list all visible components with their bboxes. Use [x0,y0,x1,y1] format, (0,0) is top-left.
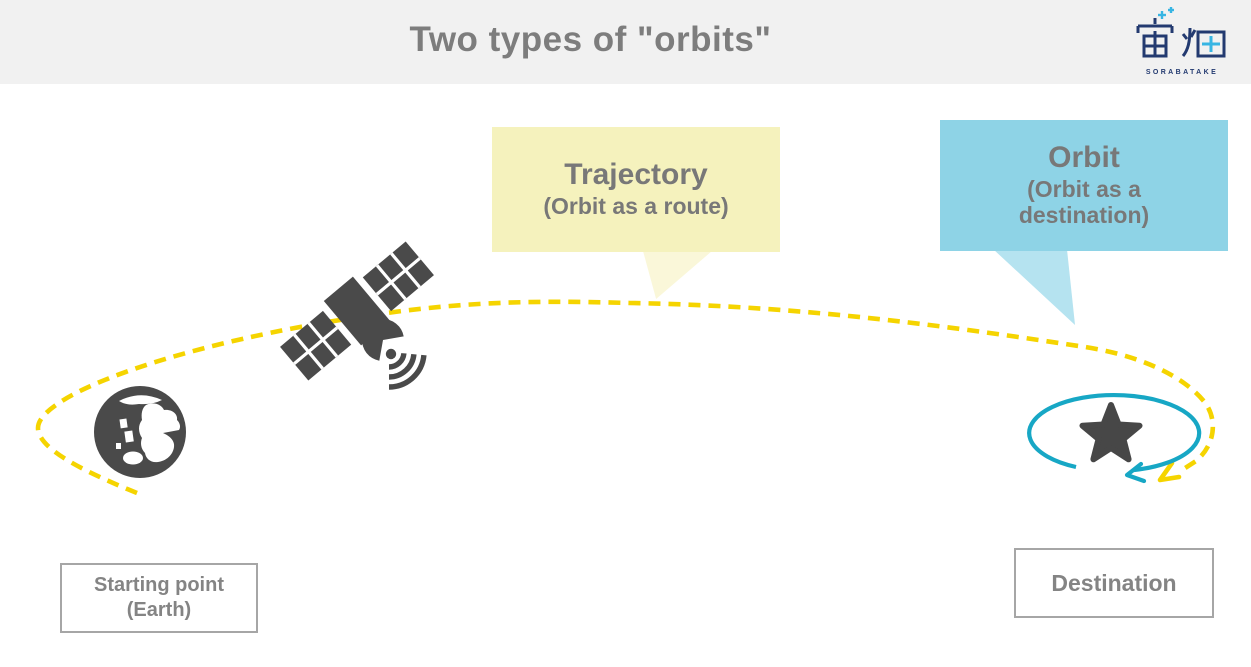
destination-label: Destination [1014,548,1214,618]
orbit-ring-icon [1027,392,1202,473]
trajectory-arrow-icon [1157,460,1182,483]
satellite-icon [280,241,434,390]
orbit-bubble: Orbit (Orbit as a destination) [940,120,1228,251]
logo-subtext: SORABATAKE [1145,69,1219,76]
orbit-bubble-subtitle: (Orbit as a destination) [1018,176,1150,229]
header-bar: Two types of "orbits" [0,0,1251,84]
trajectory-path [35,299,1216,496]
starting-point-label: Starting point (Earth) [60,563,258,633]
trajectory-bubble: Trajectory (Orbit as a route) [492,127,780,252]
page-title: Two types of "orbits" [409,20,772,59]
trajectory-bubble-subtitle: (Orbit as a route) [543,193,729,219]
sorabatake-logo-icon [1136,7,1226,58]
starting-point-line1: Starting point [94,574,224,596]
orbit-bubble-title: Orbit [1048,141,1120,174]
trajectory-bubble-title: Trajectory [564,158,708,191]
destination-text: Destination [1051,569,1177,596]
star-icon [1079,402,1143,463]
starting-point-line2: (Earth) [126,599,192,621]
orbit-arrow-icon [1124,461,1147,484]
sorabatake-logo: SORABATAKE [1127,6,1237,78]
earth-icon [94,386,186,478]
